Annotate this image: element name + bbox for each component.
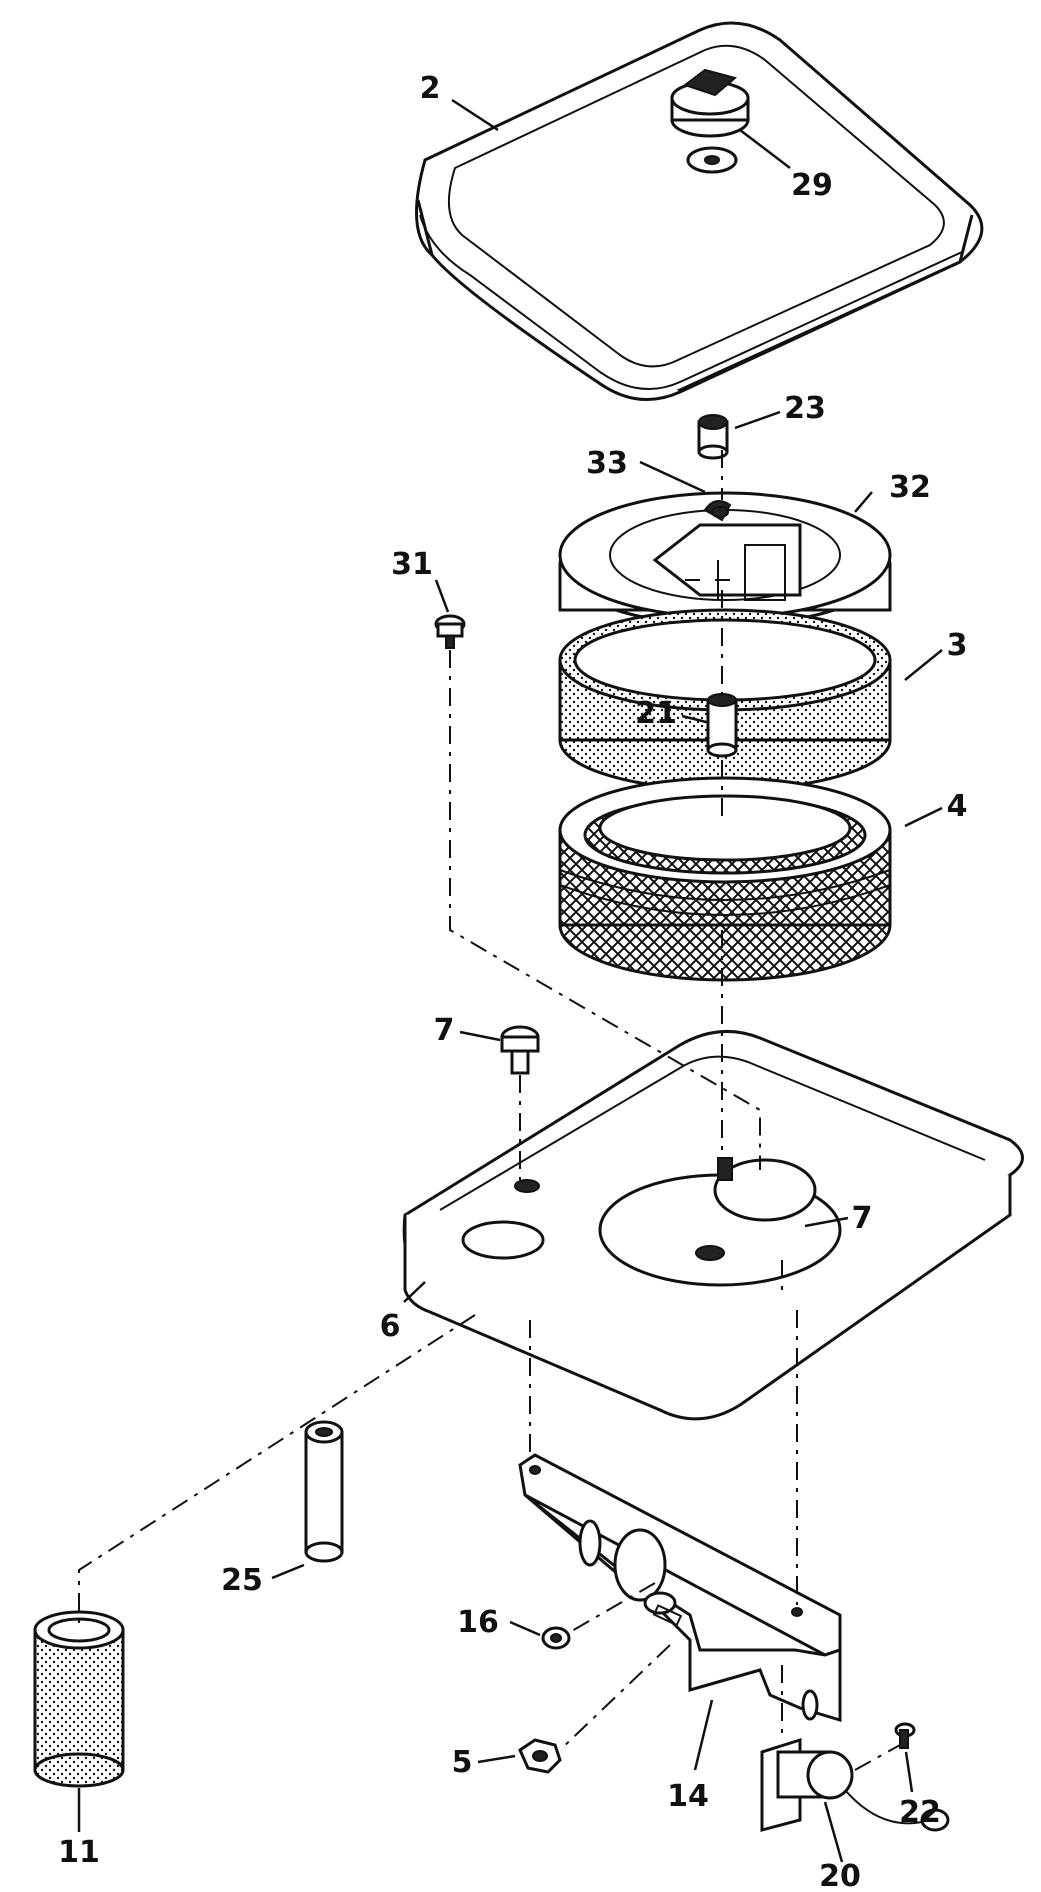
alignment-lines xyxy=(78,450,901,1771)
air-cleaner-cover xyxy=(415,21,984,402)
callout-7-upper: 7 xyxy=(434,1013,455,1048)
callout-2: 2 xyxy=(420,71,441,106)
precleaner-wrap xyxy=(558,608,892,792)
callout-16: 16 xyxy=(457,1605,499,1640)
switch-assembly xyxy=(760,1737,950,1832)
callout-23: 23 xyxy=(784,391,826,426)
nut-16 xyxy=(541,1626,571,1650)
callout-20: 20 xyxy=(819,1859,861,1892)
wing-knob xyxy=(670,68,750,174)
callout-14: 14 xyxy=(667,1779,709,1814)
callout-25: 25 xyxy=(221,1563,263,1598)
screw-22 xyxy=(894,1722,916,1749)
callout-31: 31 xyxy=(391,547,433,582)
filter-element xyxy=(558,776,892,982)
filter-top-plate xyxy=(558,491,892,627)
callout-7-lower: 7 xyxy=(852,1201,873,1236)
callout-11: 11 xyxy=(58,1835,100,1870)
air-cleaner-base xyxy=(402,1029,1024,1421)
nut-5 xyxy=(518,1738,562,1774)
callout-6: 6 xyxy=(380,1309,401,1344)
callout-4: 4 xyxy=(947,789,968,824)
callout-21: 21 xyxy=(635,696,677,731)
filter-tube xyxy=(706,693,738,758)
foam-filter xyxy=(33,1610,125,1788)
callout-5: 5 xyxy=(452,1745,473,1780)
callout-32: 32 xyxy=(889,470,931,505)
callout-labels: 2 29 23 33 32 31 3 21 4 7 7 6 25 16 14 5… xyxy=(58,71,967,1892)
callout-22: 22 xyxy=(899,1795,941,1830)
leader-lines xyxy=(77,98,943,1863)
sleeve xyxy=(304,1420,344,1563)
callout-33: 33 xyxy=(586,446,628,481)
callout-29: 29 xyxy=(791,168,833,203)
spacer xyxy=(697,414,729,460)
mounting-bracket xyxy=(518,1453,842,1723)
screw-31 xyxy=(434,614,466,649)
callout-3: 3 xyxy=(947,628,968,663)
bolt-7-left xyxy=(500,1025,540,1075)
